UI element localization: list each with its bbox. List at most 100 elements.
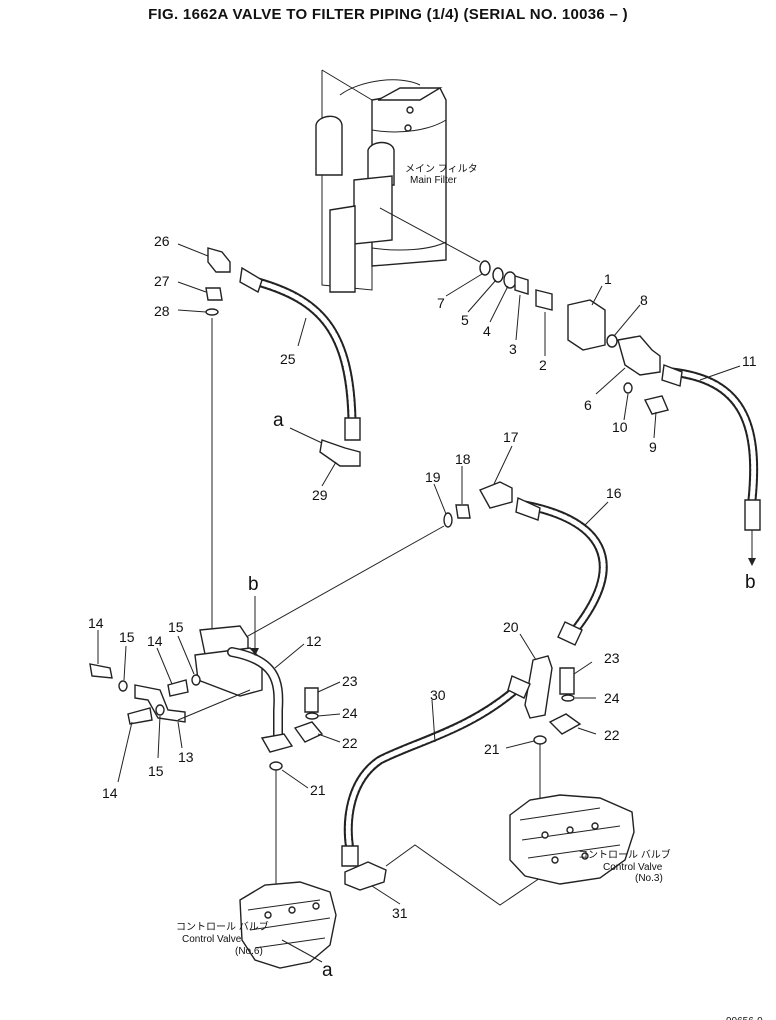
elbow-29 [319, 439, 361, 467]
cv3-jp-label: コントロール バルブ [578, 848, 671, 861]
o-ring-28 [205, 308, 219, 316]
callout-27: 27 [154, 273, 170, 289]
hose-25-end-top [239, 266, 263, 294]
cv3-no-label: (No.3) [635, 873, 663, 884]
bolt-23-left [304, 687, 319, 713]
clamp-22-right [548, 713, 582, 735]
bracket-block [199, 625, 249, 655]
elbow-31 [344, 861, 387, 891]
callout-22-left: 22 [342, 735, 358, 751]
callout-31: 31 [392, 905, 408, 921]
cv3-en-label: Control Valve [603, 862, 663, 873]
callout-23-right: 23 [604, 650, 620, 666]
fitting-3 [514, 275, 529, 295]
callout-2: 2 [539, 357, 547, 373]
callout-13: 13 [178, 749, 194, 765]
washer-15-c [155, 704, 165, 716]
bolt-9 [643, 395, 669, 415]
callout-29: 29 [312, 487, 328, 503]
callout-15-b: 15 [168, 619, 184, 635]
ref-a-top: a [273, 410, 284, 431]
callout-22-right: 22 [604, 727, 620, 743]
callout-24-left: 24 [342, 705, 358, 721]
callout-7: 7 [437, 295, 445, 311]
callout-1: 1 [604, 271, 612, 287]
nut-27 [205, 287, 223, 301]
washer-24-right [561, 694, 575, 702]
main-filter-en-label: Main Filter [410, 175, 457, 186]
o-ring-8 [606, 334, 618, 348]
bolt-14-a [89, 663, 113, 679]
callout-11: 11 [742, 353, 757, 369]
washer-10 [623, 382, 633, 394]
bolt-23-right [559, 667, 575, 695]
callout-8: 8 [640, 292, 648, 308]
callout-28: 28 [154, 303, 170, 319]
callout-21-right: 21 [484, 741, 500, 757]
main-filter-drawing [315, 69, 481, 293]
ref-a-bottom: a [322, 960, 333, 981]
hose-11-end-bottom [744, 499, 761, 531]
hose-11-end-top [661, 364, 683, 387]
cv6-no-label: (No.6) [235, 946, 263, 957]
main-filter-jp-label: メイン フィルタ [405, 163, 478, 175]
nut-18 [455, 504, 471, 519]
callout-23-left: 23 [342, 673, 358, 689]
clamp-22-left [293, 721, 324, 743]
bolt-14-c [127, 707, 153, 725]
control-valve-no6-drawing [239, 881, 337, 969]
callout-24-right: 24 [604, 690, 620, 706]
callout-15-c: 15 [148, 763, 164, 779]
callout-19: 19 [425, 469, 441, 485]
callout-5: 5 [461, 312, 469, 328]
callout-3: 3 [509, 341, 517, 357]
callout-17: 17 [503, 429, 519, 445]
callout-18: 18 [455, 451, 471, 467]
tube-20 [524, 655, 553, 719]
callout-14-a: 14 [88, 615, 104, 631]
elbow-17 [479, 481, 513, 509]
ring-5 [492, 267, 504, 283]
ref-b-left: b [248, 574, 259, 595]
bolt-14-b [167, 679, 189, 697]
callout-26: 26 [154, 233, 170, 249]
callout-6: 6 [584, 397, 592, 413]
ring-4 [503, 271, 517, 289]
control-valve-no3-drawing [509, 794, 635, 885]
callout-10: 10 [612, 419, 628, 435]
callout-12: 12 [306, 633, 322, 649]
callout-25: 25 [280, 351, 296, 367]
callout-4: 4 [483, 323, 491, 339]
fitting-2 [535, 289, 553, 311]
callout-30: 30 [430, 687, 446, 703]
callout-15-a: 15 [119, 629, 135, 645]
pipe-12-flange [260, 733, 294, 753]
bracket-13 [134, 684, 186, 723]
callout-14-c: 14 [102, 785, 118, 801]
hose-30-end-top [507, 675, 531, 699]
hose-30-end-bottom [341, 845, 359, 867]
o-ring-7 [479, 260, 491, 276]
o-ring-19 [443, 512, 453, 528]
hose-16-end-bottom [557, 621, 583, 646]
ref-b-right: b [745, 572, 756, 593]
o-ring-21-left [269, 761, 283, 771]
washer-15-a [118, 680, 128, 692]
page-code: 90656-0 [726, 1016, 763, 1020]
washer-15-b [191, 674, 201, 686]
washer-24-left [305, 712, 319, 720]
hose-25-end-bottom [344, 417, 361, 441]
callout-21-left: 21 [310, 782, 326, 798]
hose-16-end-top [515, 496, 541, 521]
callout-9: 9 [649, 439, 657, 455]
callout-14-b: 14 [147, 633, 163, 649]
flange-6 [617, 335, 661, 376]
callout-16: 16 [606, 485, 622, 501]
cv6-jp-label: コントロール バルブ [176, 920, 269, 933]
o-ring-21-right [533, 735, 547, 745]
elbow-26 [207, 247, 231, 273]
callout-20: 20 [503, 619, 519, 635]
cv6-en-label: Control Valve [182, 934, 242, 945]
